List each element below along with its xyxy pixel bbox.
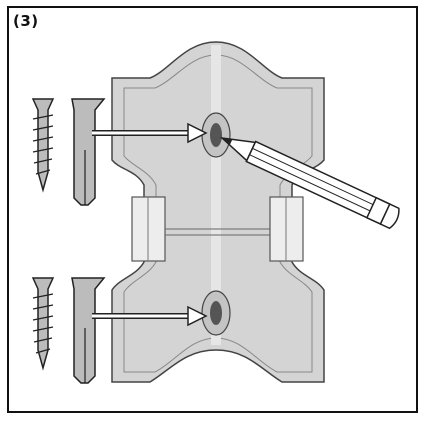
wall-plate bbox=[111, 41, 325, 383]
pencil bbox=[219, 136, 400, 230]
top-mounting-hole bbox=[210, 123, 222, 147]
bottom-mounting-hole bbox=[210, 301, 222, 325]
anchor-bottom bbox=[71, 277, 106, 384]
pencil-lead bbox=[222, 138, 233, 145]
screw-bottom bbox=[31, 277, 55, 371]
wall-plate-center-strip bbox=[211, 45, 221, 345]
wall-plate-inner bbox=[123, 54, 313, 373]
anchor-top bbox=[71, 98, 106, 206]
screw-top bbox=[31, 98, 55, 193]
arrow-top bbox=[92, 122, 208, 144]
step-label: (3) bbox=[13, 12, 39, 30]
pencil-eraser bbox=[379, 203, 400, 230]
arrow-bottom bbox=[92, 305, 208, 327]
